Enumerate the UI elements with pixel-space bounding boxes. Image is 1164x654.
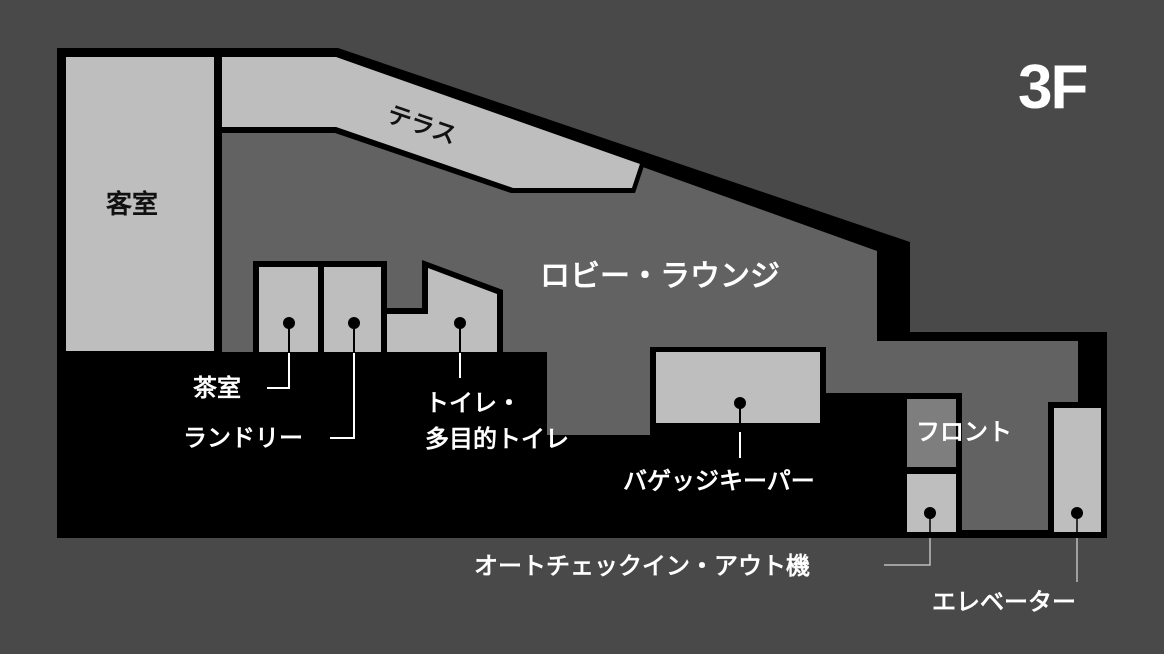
tea-room-pin [267,317,295,389]
toilet-pin [454,317,466,378]
tea-room-label: 茶室 [193,374,241,402]
baggage-keeper-pin [734,397,746,458]
lobby-lounge-label: ロビー・ラウンジ [540,259,780,294]
toilet-label-line2: 多目的トイレ [425,425,569,453]
auto-checkin-pin [884,507,936,566]
laundry-label: ランドリー [183,424,303,452]
elevator-pin [1071,507,1083,582]
baggage-keeper[interactable] [656,352,820,423]
laundry-room[interactable] [324,267,381,353]
floor-label: 3F [1018,53,1088,122]
lobby-lounge-area[interactable] [222,57,1078,530]
auto-checkin-label: オートチェックイン・アウト機 [474,552,810,580]
guest-room-label: 客室 [106,190,159,220]
laundry-pin [330,317,360,439]
terrace[interactable] [222,57,640,188]
guest-room[interactable] [66,57,214,351]
toilet-room[interactable] [387,268,497,353]
baggage-keeper-label: バゲッジキーパー [623,467,815,495]
elevator-label: エレベーター [932,588,1076,616]
front-desk[interactable] [907,399,956,467]
toilet-label-line1: トイレ・ [425,389,521,417]
front-label: フロント [916,418,1012,446]
auto-checkin-machine[interactable] [907,474,956,532]
